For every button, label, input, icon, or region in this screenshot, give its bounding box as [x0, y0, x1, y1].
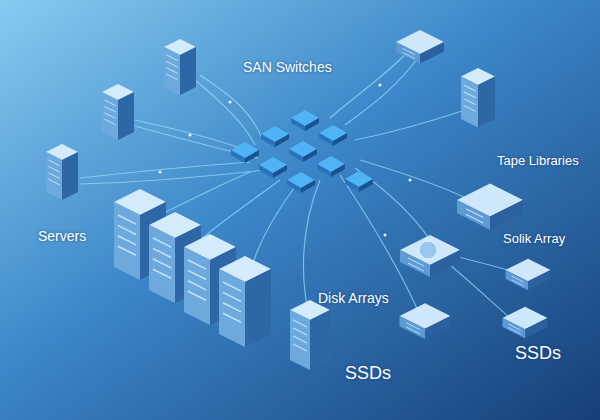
- fiber-link: [450, 265, 515, 322]
- tape-library: [457, 184, 523, 230]
- fiber-link: [345, 55, 420, 125]
- ssd-tower: [290, 300, 330, 370]
- fiber-link: [135, 120, 245, 150]
- ssd-unit: [506, 259, 551, 291]
- device-label: SAN Switches: [243, 60, 332, 75]
- signal-dot: [159, 171, 162, 174]
- disk-platter: [419, 241, 437, 259]
- signal-dot: [229, 101, 232, 104]
- signal-dot: [189, 134, 192, 137]
- fiber-link: [360, 160, 470, 200]
- disk-array: [400, 235, 460, 277]
- device-label: Tape Libraries: [497, 154, 579, 168]
- fiber-link: [80, 170, 265, 184]
- switch-tile: [345, 171, 373, 192]
- switch-grid: [231, 110, 373, 193]
- switch-unit: [396, 30, 444, 64]
- switch-tile: [261, 126, 289, 147]
- device-label: Solik Array: [503, 232, 565, 246]
- signal-dot: [409, 179, 412, 182]
- switch-tile: [319, 125, 347, 146]
- server-tower: [46, 144, 78, 200]
- fiber-link: [303, 180, 320, 320]
- signal-dot: [379, 84, 382, 87]
- server-tower: [461, 68, 495, 128]
- disk-array: [400, 303, 451, 339]
- switch-tile: [317, 156, 345, 177]
- fiber-link: [250, 180, 300, 275]
- signal-dot: [384, 234, 387, 237]
- fiber-link: [200, 180, 280, 240]
- fiber-link: [200, 75, 262, 138]
- switch-tile: [259, 157, 287, 178]
- fiber-link: [355, 110, 465, 140]
- server-tower: [164, 39, 196, 95]
- switch-tile: [289, 141, 317, 162]
- device-label: Servers: [38, 229, 86, 244]
- signal-dots: [159, 84, 412, 237]
- fiber-link: [80, 162, 250, 178]
- ssd-unit: [503, 307, 548, 339]
- rack-server: [219, 256, 271, 347]
- switch-tile: [287, 172, 315, 193]
- fiber-link: [160, 172, 250, 215]
- switch-tile: [291, 110, 319, 131]
- fiber-link: [330, 50, 410, 118]
- fiber-links: [80, 50, 515, 322]
- device-label: SSDs: [515, 344, 561, 364]
- server-tower: [102, 84, 134, 140]
- switch-tile: [231, 142, 259, 163]
- fiber-link: [195, 80, 255, 145]
- device-label: Disk Arrays: [318, 291, 389, 306]
- device-label: SSDs: [345, 364, 391, 384]
